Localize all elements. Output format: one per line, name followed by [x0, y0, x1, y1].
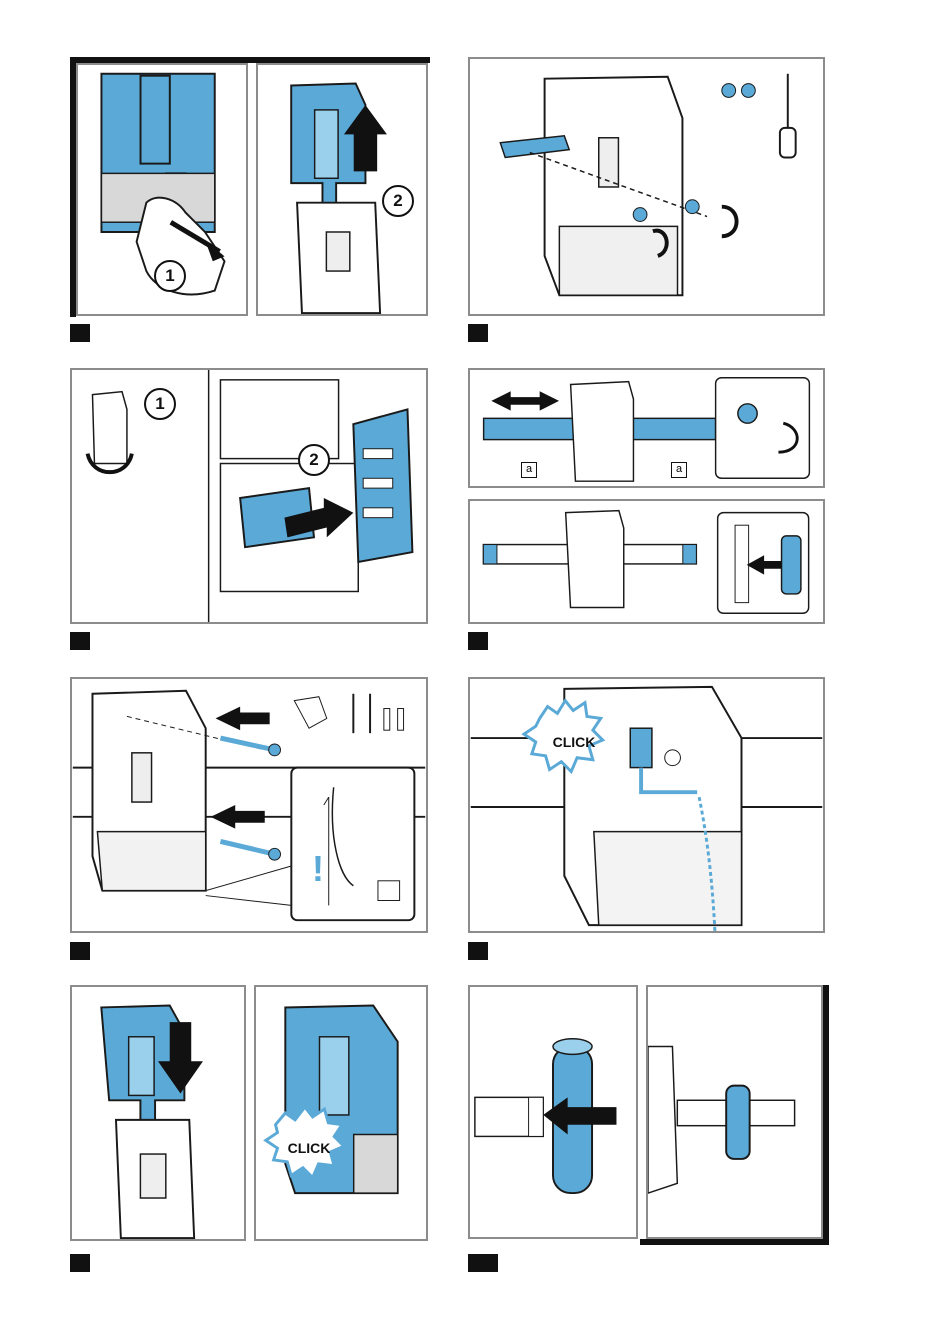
step-number-circle-2: 2 [382, 185, 414, 217]
illustration-drill-and-mount: ! [70, 677, 428, 933]
click-label: CLICK [278, 1137, 340, 1159]
step-marker-5 [70, 942, 90, 960]
step-number-circle-1: 1 [144, 388, 176, 420]
step-marker-6 [468, 942, 488, 960]
step-marker-4 [468, 632, 488, 650]
illustration-accessory-holder-a [468, 985, 638, 1239]
label-a-right: a [671, 462, 687, 478]
wall-plate-drawing [72, 370, 426, 622]
illustration-reattach-holder-a [70, 985, 246, 1241]
step-marker-8 [468, 1254, 498, 1272]
illustration-adjust-rail-b [468, 499, 825, 624]
cable-connection-drawing [470, 679, 823, 931]
step-marker-3 [70, 632, 90, 650]
page-edge-mark-right [823, 985, 829, 1245]
rail-endcap-drawing [470, 501, 823, 622]
holder-clicked-drawing [256, 987, 426, 1239]
illustration-remove-holder-b: 2 [256, 63, 428, 316]
page-edge-mark-bottom-right [640, 1239, 829, 1245]
holder-lower-drawing [72, 987, 244, 1239]
step-marker-2 [468, 324, 488, 342]
illustration-screw-bracket [468, 57, 825, 316]
illustration-adjust-rail-a: a a [468, 368, 825, 488]
accessory-mounted-drawing [648, 987, 821, 1237]
accessory-slide-drawing [470, 987, 636, 1237]
illustration-connect-cable: CLICK [468, 677, 825, 933]
step-marker-1 [70, 324, 90, 342]
step-number-circle-2: 2 [298, 444, 330, 476]
wall-mount-drawing [72, 679, 426, 931]
step-number-circle-1: 1 [154, 260, 186, 292]
illustration-reattach-holder-b: CLICK [254, 985, 428, 1241]
attention-icon: ! [308, 849, 328, 889]
illustration-remove-holder-a: 1 [76, 63, 248, 316]
click-label: CLICK [544, 731, 604, 753]
label-a-left: a [521, 462, 537, 478]
illustration-accessory-holder-b [646, 985, 823, 1239]
bracket-screw-drawing [470, 59, 823, 314]
step-marker-7 [70, 1254, 90, 1272]
illustration-slide-wall-plate: 1 2 [70, 368, 428, 624]
